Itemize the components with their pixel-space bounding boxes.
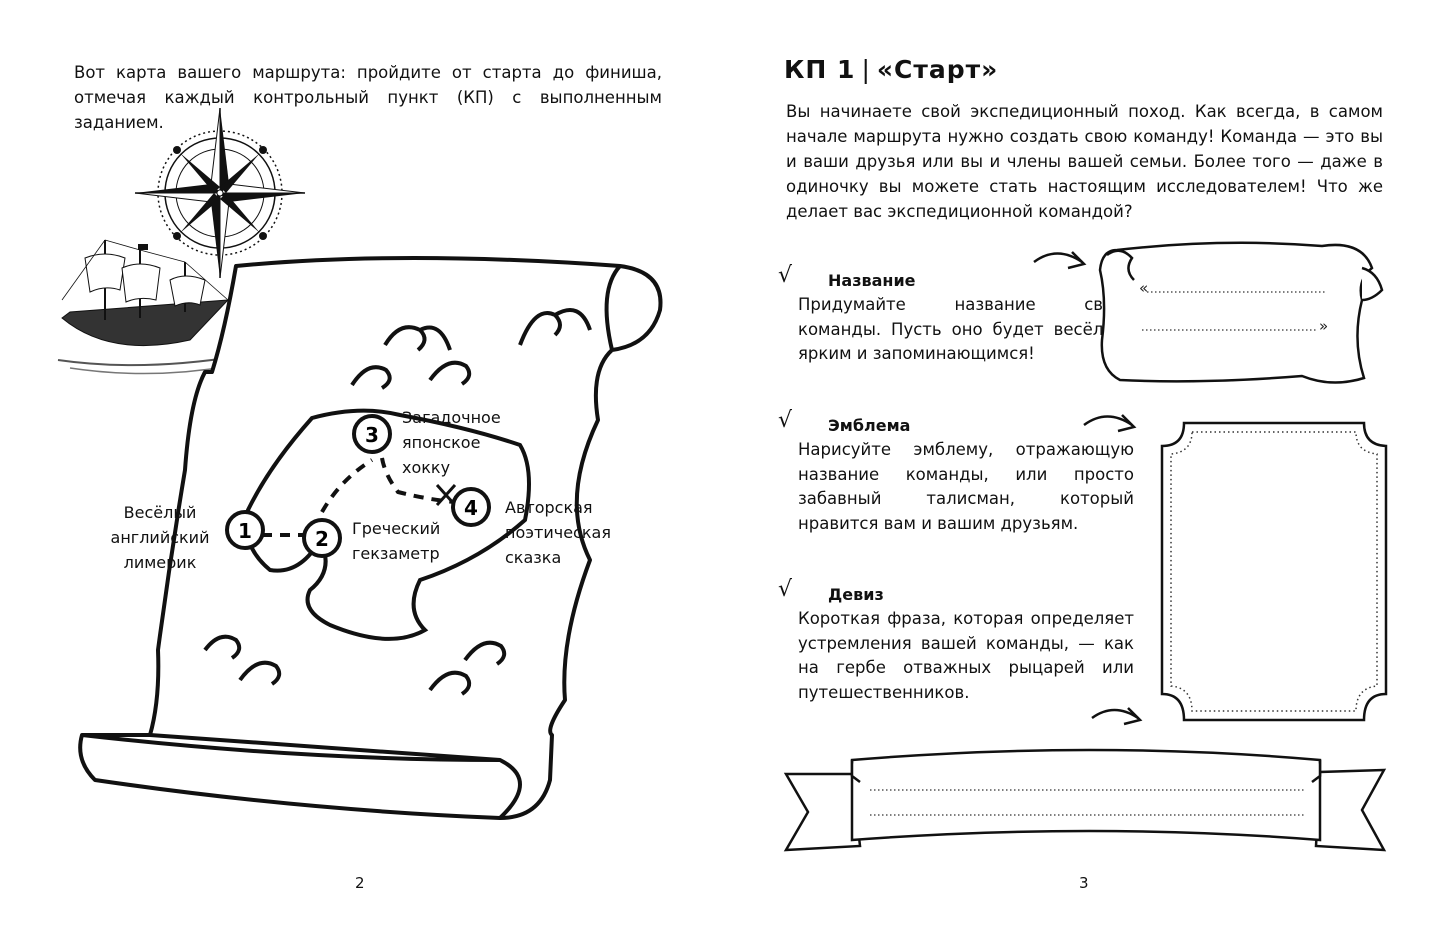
route-intro-text: Вот карта вашего маршрута: пройдите от с… xyxy=(74,63,662,132)
title-separator: | xyxy=(861,55,871,84)
page-number-right: 3 xyxy=(1079,874,1089,892)
team-name-scroll[interactable] xyxy=(1098,241,1384,384)
checkpoint-marker-1: 1 xyxy=(225,510,265,550)
checkpoint-label-4: Авторская поэтическая сказка xyxy=(505,498,611,567)
name-field-close-quote: » xyxy=(1319,317,1329,335)
section-heading: Название xyxy=(828,271,916,290)
island-outline xyxy=(244,408,531,641)
emblem-drawing-frame[interactable] xyxy=(1160,421,1388,722)
sailing-ship-icon xyxy=(57,239,241,375)
section-heading: Эмблема xyxy=(828,416,911,435)
section-description: Придумайте название своей команды. Пусть… xyxy=(798,295,1134,363)
right-page: КП 1|«Старт» Вы начинаете свой экспедици… xyxy=(722,0,1445,939)
compass-rose-icon xyxy=(134,107,306,279)
motto-banner[interactable] xyxy=(783,748,1387,852)
section-description: Нарисуйте эмблему, отражающую название к… xyxy=(798,440,1134,533)
left-page: Вот карта вашего маршрута: пройдите от с… xyxy=(0,0,722,939)
route-map-illustration: 1 2 3 4 xyxy=(57,107,663,820)
checkpoint-label-1: Весёлый английский лимерик xyxy=(110,503,210,572)
svg-text:1: 1 xyxy=(238,519,252,543)
worksheet-drawings xyxy=(783,241,1388,852)
section-name: √ Название Придумайте название своей кома… xyxy=(778,263,1134,367)
check-mark-icon: √ xyxy=(778,263,793,288)
checkpoint-title: КП 1|«Старт» xyxy=(784,55,998,84)
check-mark-icon: √ xyxy=(778,577,793,602)
title-kp: КП 1 xyxy=(784,55,856,84)
checkpoint-marker-3: 3 xyxy=(352,414,392,454)
checkpoint-intro-text: Вы начинаете свой экспедиционный поход. … xyxy=(786,102,1383,221)
section-description: Короткая фраза, которая определяет устре… xyxy=(798,609,1134,702)
section-emblem: √ Эмблема Нарисуйте эмблему, отражающую н… xyxy=(778,408,1134,536)
page-number-left: 2 xyxy=(355,874,365,892)
checkpoint-marker-2: 2 xyxy=(302,518,342,558)
checkpoint-label-2: Греческий гекзаметр xyxy=(352,519,441,563)
name-field-open-quote: « xyxy=(1139,279,1149,297)
section-heading: Девиз xyxy=(828,585,884,604)
section-motto: √ Девиз Короткая фраза, которая определяе… xyxy=(778,577,1134,705)
svg-text:2: 2 xyxy=(315,527,329,551)
title-name: «Старт» xyxy=(876,55,999,84)
svg-text:4: 4 xyxy=(464,496,478,520)
arrow-icon xyxy=(1033,251,1143,726)
checkpoint-marker-4: 4 xyxy=(451,487,491,527)
check-mark-icon: √ xyxy=(778,408,793,433)
wave-icon xyxy=(203,308,592,696)
checkpoint-label-3: Загадочное японское хокку xyxy=(402,408,501,477)
svg-text:3: 3 xyxy=(365,423,379,447)
